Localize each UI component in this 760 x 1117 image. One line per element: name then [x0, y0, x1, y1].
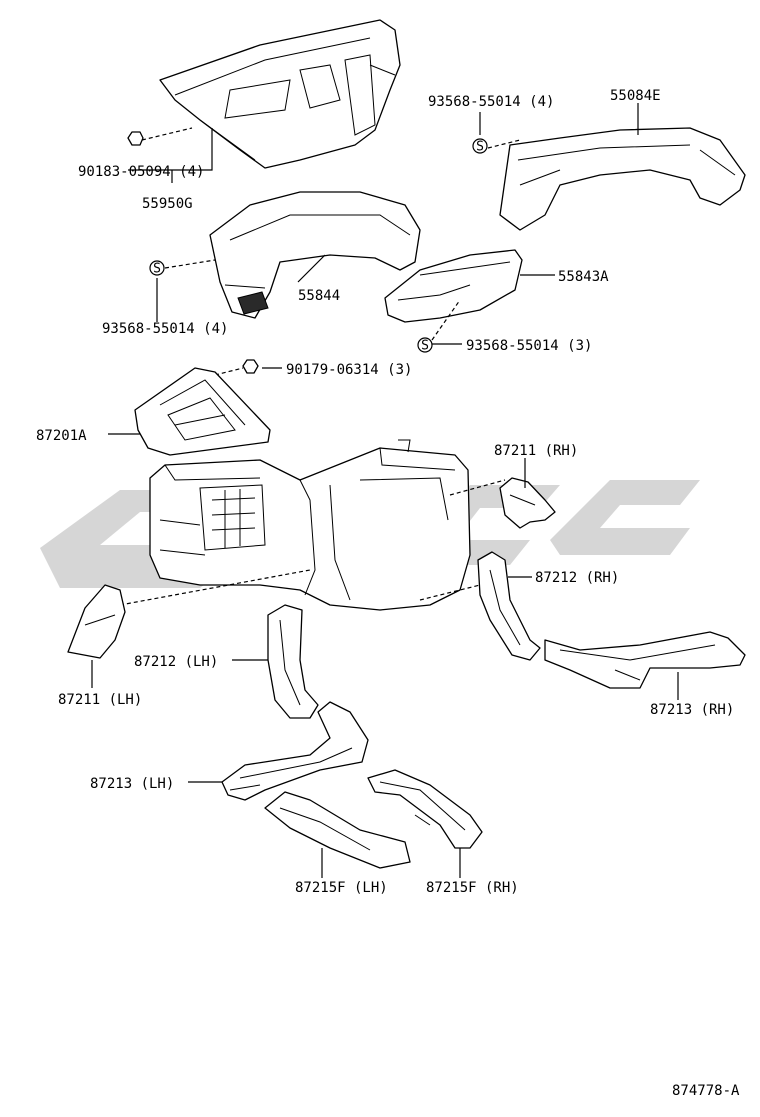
duct-87211-rh-part [499, 477, 556, 529]
label-90179-06314: 90179-06314 (3) [286, 362, 412, 378]
duct-87213-lh-part [221, 701, 369, 801]
screw-symbol-top-right: S [472, 138, 488, 155]
drawing-number: 874778-A [672, 1083, 740, 1099]
cover-87201a-part [134, 367, 271, 456]
bolt-90183-part [127, 127, 193, 146]
screw-letter: S [476, 140, 484, 155]
duct-87212-rh-part [477, 551, 541, 661]
screw-symbol-mid: S [417, 337, 433, 354]
leader-lines [91, 103, 679, 878]
label-55950g: 55950G [142, 196, 193, 212]
nut-90179-part [214, 359, 259, 376]
label-93568-55014-left: 93568-55014 (4) [102, 321, 228, 337]
screw-symbol-left: S [149, 260, 165, 277]
label-87215f-rh: 87215F (RH) [426, 880, 519, 896]
label-87212-lh: 87212 (LH) [134, 654, 218, 670]
label-87213-rh: 87213 (RH) [650, 702, 734, 718]
duct-55844-part [164, 191, 421, 319]
label-55084e: 55084E [610, 88, 661, 104]
duct-55084e-part [487, 127, 746, 231]
label-87211-lh: 87211 (LH) [58, 692, 142, 708]
duct-87212-lh-part [267, 604, 319, 719]
hvac-unit-part [119, 439, 506, 611]
label-87213-lh: 87213 (LH) [90, 776, 174, 792]
label-55844: 55844 [298, 288, 340, 304]
duct-87215f-rh-part [367, 769, 483, 849]
screw-letter: S [421, 339, 429, 354]
label-87215f-lh: 87215F (LH) [295, 880, 388, 896]
label-93568-55014-mid: 93568-55014 (3) [466, 338, 592, 354]
label-55843a: 55843A [558, 269, 609, 285]
duct-87213-rh-part [544, 631, 746, 689]
label-87211-rh: 87211 (RH) [494, 443, 578, 459]
label-90183-05094: 90183-05094 (4) [78, 164, 204, 180]
duct-55843a-part [384, 249, 523, 341]
duct-87211-lh-part [67, 584, 126, 659]
duct-87215f-lh-part [264, 791, 411, 869]
label-87201a: 87201A [36, 428, 87, 444]
screw-letter: S [153, 262, 161, 277]
panel-55950g [159, 19, 401, 169]
label-87212-rh: 87212 (RH) [535, 570, 619, 586]
label-93568-55014-top: 93568-55014 (4) [428, 94, 554, 110]
